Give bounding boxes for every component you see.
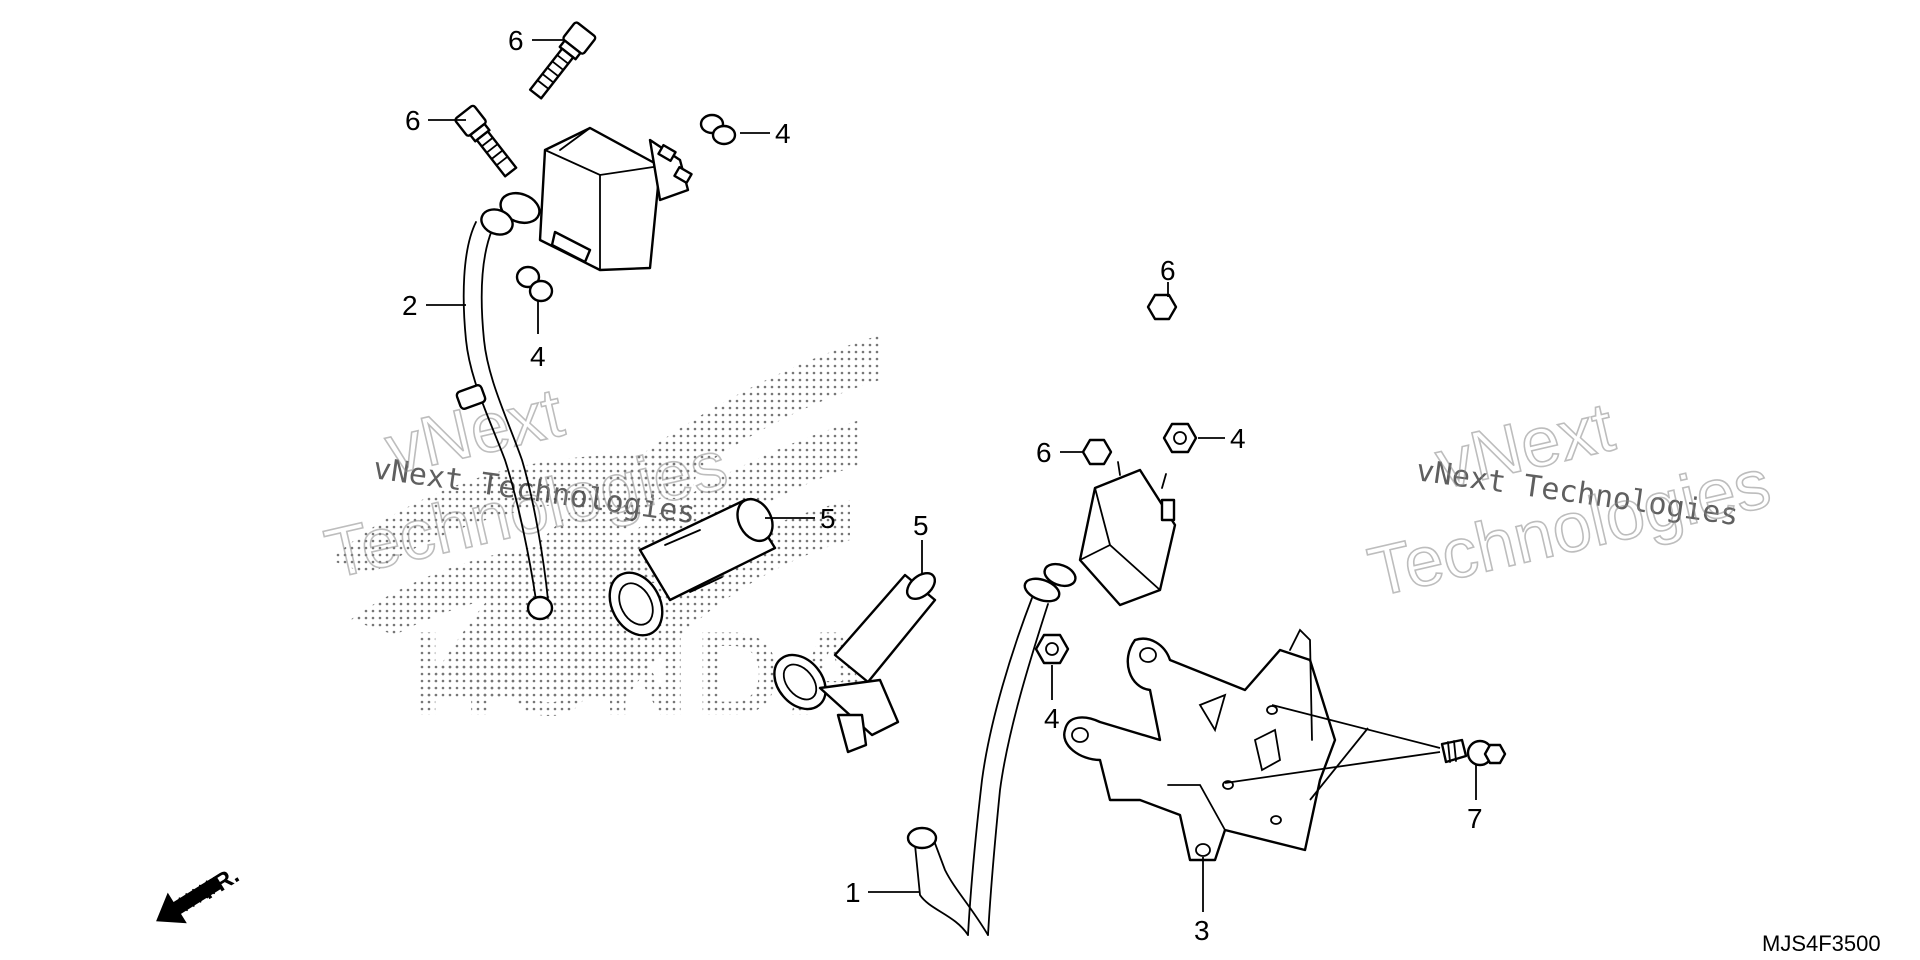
callout-4-top: 4 <box>775 118 791 149</box>
nut-bottom-4-part <box>1034 633 1070 665</box>
callout-labels: 6 6 4 4 2 5 5 6 6 4 4 7 1 3 <box>402 25 1483 946</box>
callout-3: 3 <box>1194 915 1210 946</box>
callout-6-top: 6 <box>508 25 524 56</box>
bolt-top-part <box>528 21 597 100</box>
front-direction-arrow: FR. <box>156 862 244 924</box>
callout-2: 2 <box>402 290 418 321</box>
nut-right-4-part <box>1162 422 1198 454</box>
callout-4-right: 4 <box>1230 423 1246 454</box>
spark-plug-cap-left-part <box>608 497 777 637</box>
callout-5-left: 5 <box>820 503 836 534</box>
callout-6-right: 6 <box>1036 437 1052 468</box>
coil-bracket-part <box>1063 628 1337 862</box>
leader-lines <box>426 39 1477 912</box>
callout-6-right-top: 6 <box>1160 255 1176 286</box>
callout-4-left: 4 <box>530 341 546 372</box>
spark-plug-cap-middle-part <box>773 571 937 754</box>
drawing-code: MJS4F3500 <box>1762 931 1881 956</box>
callout-1: 1 <box>845 877 861 908</box>
bracket-bolt-part <box>1440 738 1507 767</box>
ignition-coil-lower-part <box>906 461 1177 936</box>
bolt-left-part <box>454 104 518 178</box>
vnext-watermark-right: vNext Technologies vNext Technologies <box>1361 387 1778 613</box>
washer-left-part <box>515 265 554 303</box>
ignition-coil-upper-part <box>455 126 693 621</box>
nut-right-top-part <box>1146 293 1178 321</box>
callout-5-middle: 5 <box>913 510 929 541</box>
callout-4-bottom: 4 <box>1044 703 1060 734</box>
washer-top-part <box>699 113 737 146</box>
callout-6-left: 6 <box>405 105 421 136</box>
nut-right-mid-part <box>1081 438 1113 466</box>
callout-7: 7 <box>1467 803 1483 834</box>
